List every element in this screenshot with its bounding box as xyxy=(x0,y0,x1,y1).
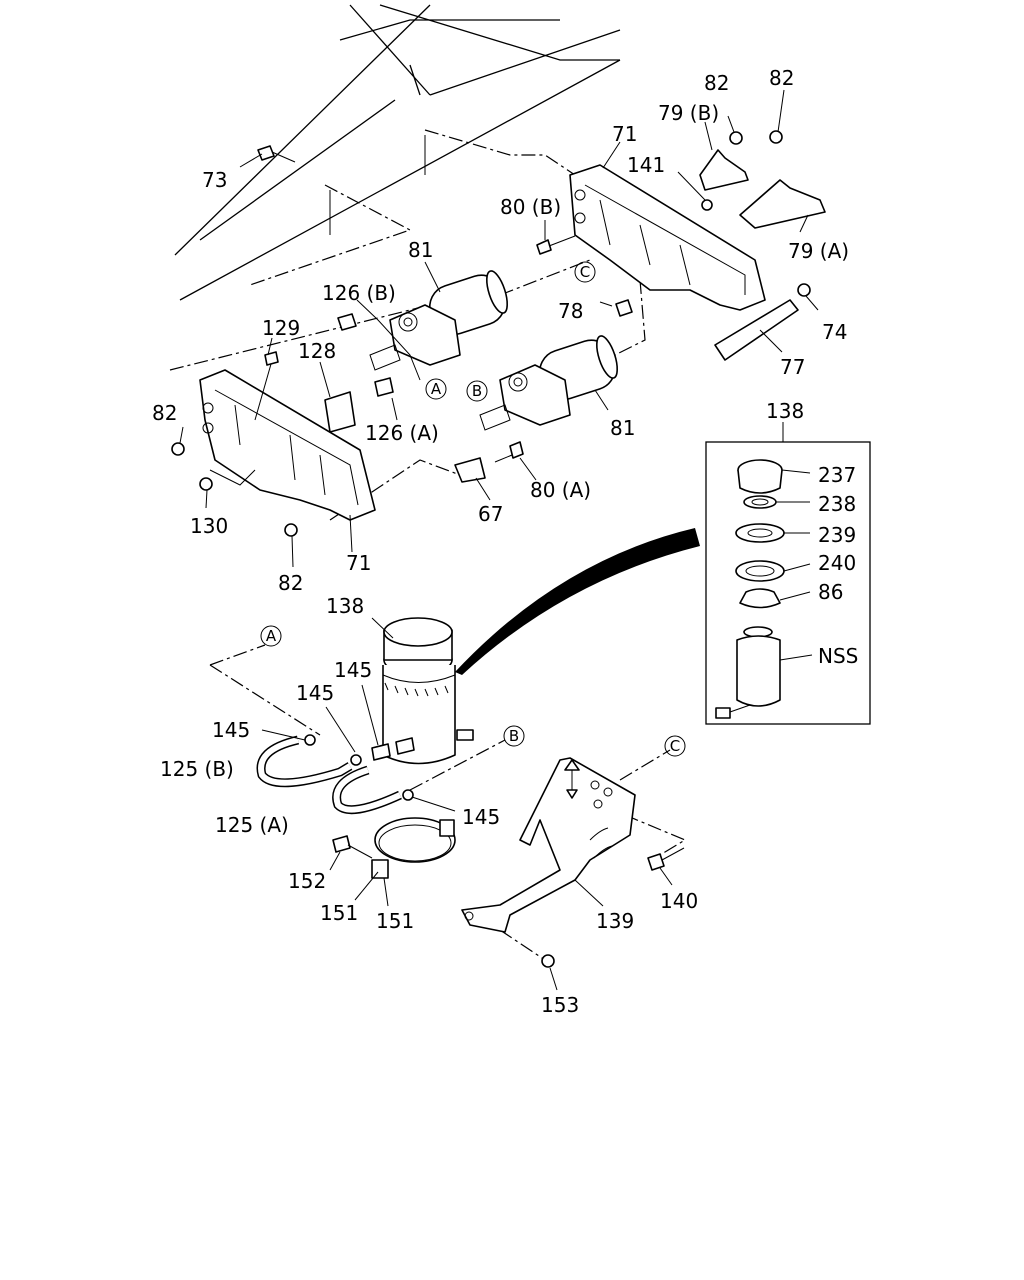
label-125a: 125 (A) xyxy=(215,813,289,837)
wiper-motor-lower xyxy=(479,335,619,431)
label-145-d: 145 xyxy=(462,805,500,829)
link-79a xyxy=(739,179,826,229)
label-145-b: 145 xyxy=(296,681,334,705)
label-129: 129 xyxy=(262,316,300,340)
wiper-motor-upper xyxy=(369,270,509,371)
label-80a: 80 (A) xyxy=(530,478,591,502)
svg-text:B: B xyxy=(509,727,519,745)
link-77 xyxy=(714,299,799,361)
callout-a-lower: A xyxy=(260,625,282,647)
svg-text:C: C xyxy=(580,263,590,281)
label-239: 239 xyxy=(818,523,856,547)
callout-c-lower: C xyxy=(664,735,686,757)
label-82-bot: 82 xyxy=(278,571,303,595)
label-138-mid: 138 xyxy=(326,594,364,618)
label-82-top-a: 82 xyxy=(704,71,729,95)
label-79b: 79 (B) xyxy=(658,101,719,125)
label-238: 238 xyxy=(818,492,856,516)
bracket-128 xyxy=(324,391,356,433)
label-128: 128 xyxy=(298,339,336,363)
label-leaders xyxy=(179,89,819,991)
label-125b: 125 (B) xyxy=(160,757,234,781)
label-86: 86 xyxy=(818,580,843,604)
link-79b xyxy=(699,149,749,191)
label-78: 78 xyxy=(558,299,583,323)
callout-c-upper: C xyxy=(574,261,596,283)
label-81-mid: 81 xyxy=(610,416,635,440)
vehicle-frame xyxy=(174,4,621,301)
assembly-leader-lines xyxy=(169,129,687,961)
label-81-top: 81 xyxy=(408,238,433,262)
part-labels: 73 82 82 79 (B) 71 141 80 (B) 79 (A) 81 … xyxy=(152,66,858,1017)
band-clamp xyxy=(332,817,456,879)
label-71-top: 71 xyxy=(612,122,637,146)
hose-125b xyxy=(256,735,353,788)
label-126b: 126 (B) xyxy=(322,281,396,305)
label-145-a: 145 xyxy=(334,658,372,682)
label-80b: 80 (B) xyxy=(500,195,561,219)
label-67: 67 xyxy=(478,502,503,526)
label-153: 153 xyxy=(541,993,579,1017)
label-151-a: 151 xyxy=(320,901,358,925)
callout-a-upper: A xyxy=(425,378,447,400)
label-237: 237 xyxy=(818,463,856,487)
label-152: 152 xyxy=(288,869,326,893)
svg-text:A: A xyxy=(266,627,277,645)
label-71-bot: 71 xyxy=(346,551,371,575)
washer-reservoir xyxy=(304,617,474,801)
label-77: 77 xyxy=(780,355,805,379)
label-74: 74 xyxy=(822,320,847,344)
svg-text:B: B xyxy=(472,382,482,400)
label-140: 140 xyxy=(660,889,698,913)
svg-text:A: A xyxy=(431,380,442,398)
svg-text:C: C xyxy=(670,737,680,755)
fasteners xyxy=(171,130,811,537)
label-nss: NSS xyxy=(818,644,858,668)
reservoir-exploded-inset xyxy=(705,422,871,725)
label-138-top: 138 xyxy=(766,399,804,423)
label-130: 130 xyxy=(190,514,228,538)
bracket-67 xyxy=(454,457,486,483)
label-151-b: 151 xyxy=(376,909,414,933)
reservoir-bracket xyxy=(461,757,685,968)
label-79a: 79 (A) xyxy=(788,239,849,263)
label-139: 139 xyxy=(596,909,634,933)
inset-arrow xyxy=(455,528,700,675)
label-73: 73 xyxy=(202,168,227,192)
callout-b-upper: B xyxy=(466,380,488,402)
label-82-left: 82 xyxy=(152,401,177,425)
label-141: 141 xyxy=(627,153,665,177)
callout-b-lower: B xyxy=(503,725,525,747)
label-82-top-b: 82 xyxy=(769,66,794,90)
label-126a: 126 (A) xyxy=(365,421,439,445)
wiper-bracket-lower xyxy=(199,369,376,521)
wiper-bracket-upper xyxy=(569,164,766,311)
label-145-c: 145 xyxy=(212,718,250,742)
label-240: 240 xyxy=(818,551,856,575)
hose-125a xyxy=(332,765,402,815)
